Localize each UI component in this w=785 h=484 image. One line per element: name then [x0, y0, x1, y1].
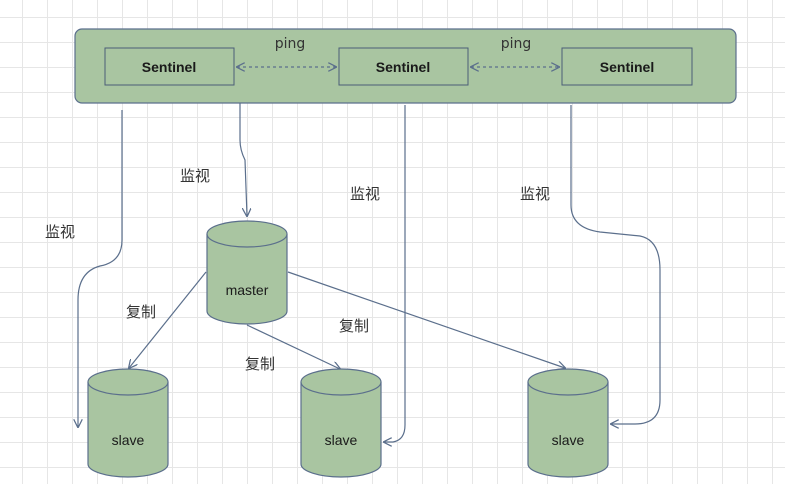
replicate-edge-slave-3: [287, 271, 565, 368]
sentinel-label: Sentinel: [142, 59, 196, 75]
sentinel-label: Sentinel: [600, 59, 654, 75]
slave-node-3: slave: [527, 368, 609, 478]
master-label: master: [226, 282, 269, 298]
sentinel-label: Sentinel: [376, 59, 430, 75]
monitor-edge-to-slave-3: [570, 105, 661, 424]
monitor-label-master: 监视: [180, 167, 210, 185]
slave-label: slave: [552, 432, 585, 448]
monitor-label-slave-3: 监视: [520, 185, 550, 203]
monitor-edge-to-slave-2: [384, 105, 406, 442]
replicate-label-slave-2: 复制: [245, 355, 275, 373]
replicate-label-slave-3: 复制: [339, 317, 369, 335]
sentinel-node-3: Sentinel: [561, 47, 693, 86]
ping-label-2: ping: [501, 36, 532, 52]
sentinel-node-1: Sentinel: [104, 47, 235, 86]
replicate-label-slave-1: 复制: [126, 303, 156, 321]
monitor-label-slave-2: 监视: [350, 185, 380, 203]
slave-label: slave: [112, 432, 145, 448]
monitor-edge-to-master: [239, 103, 247, 216]
slave-node-1: slave: [87, 368, 169, 478]
replicate-edge-slave-1: [129, 271, 207, 368]
monitor-label-slave-1: 监视: [45, 223, 75, 241]
slave-label: slave: [325, 432, 358, 448]
slave-node-2: slave: [300, 368, 382, 478]
sentinel-node-2: Sentinel: [338, 47, 469, 86]
master-node: master: [206, 220, 288, 325]
ping-label-1: ping: [275, 36, 306, 52]
monitor-edge-to-slave-1: [78, 110, 123, 427]
replicate-edge-slave-2: [246, 324, 340, 369]
